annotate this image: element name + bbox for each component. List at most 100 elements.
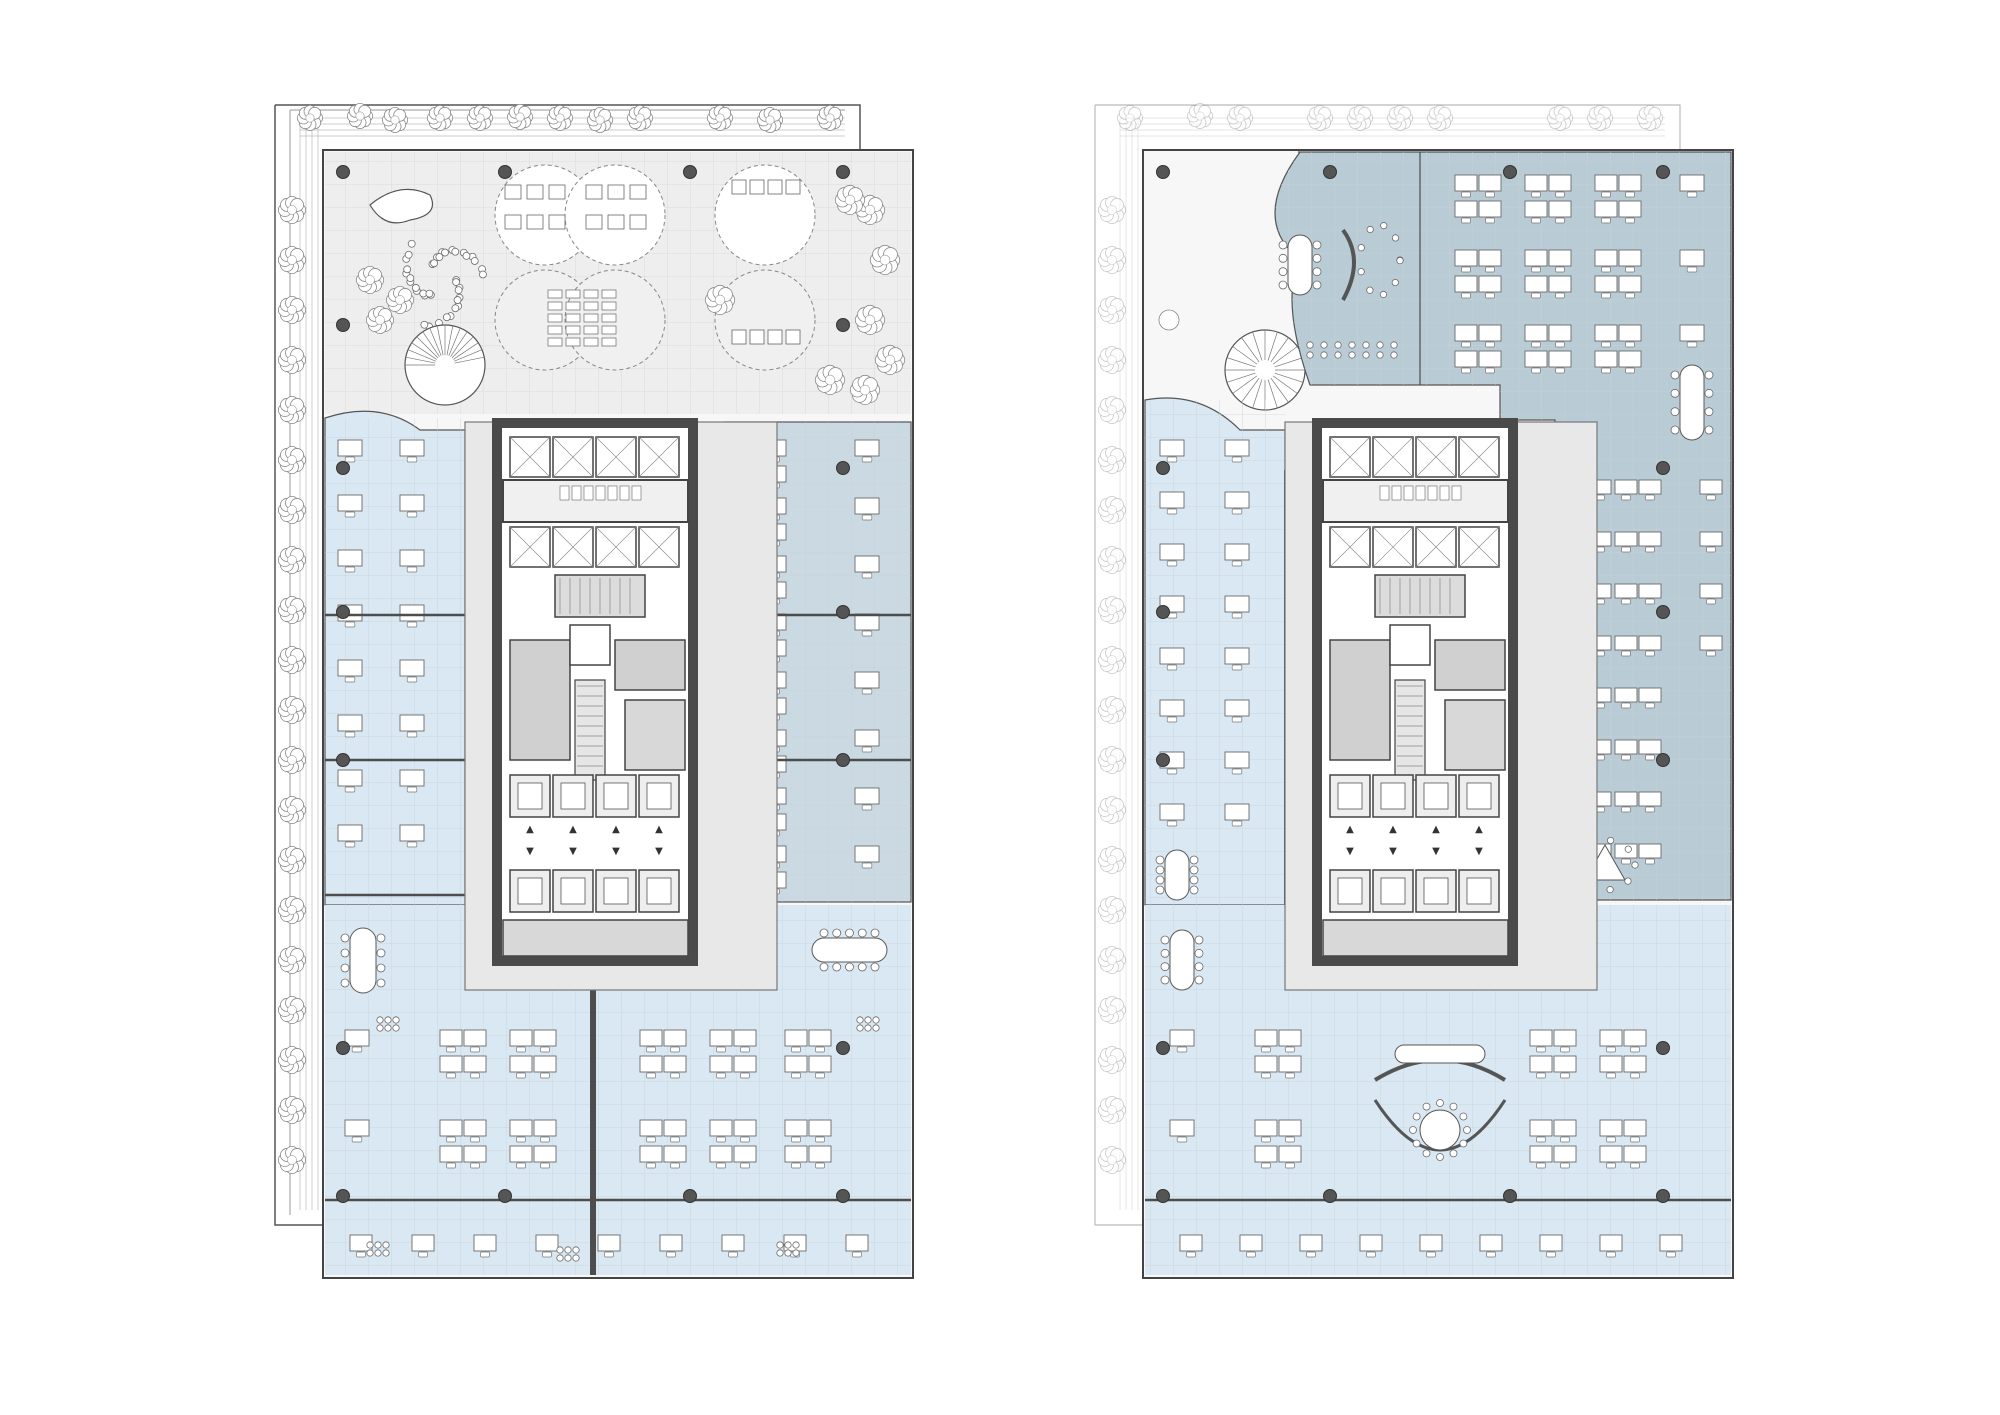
chair (1366, 225, 1374, 234)
tree (849, 374, 881, 406)
workstation (1553, 1055, 1577, 1079)
elevator-arrow-3: ▲ (1475, 824, 1483, 835)
lounge-seat (548, 184, 566, 200)
lounge-seat (548, 214, 566, 230)
stair-tread (1252, 331, 1263, 361)
structural-column (1656, 1189, 1670, 1203)
meeting-table (340, 927, 386, 994)
structural-column (683, 1189, 697, 1203)
tree-faint (1097, 345, 1127, 375)
workstation (733, 1029, 757, 1053)
tree (277, 345, 307, 375)
desk (1159, 491, 1185, 515)
desk (1699, 479, 1723, 501)
lounge-seat (607, 214, 625, 230)
workstation (639, 1055, 663, 1079)
wc-stall (1451, 485, 1462, 501)
lounge-seat (526, 214, 544, 230)
tree-faint (1427, 105, 1453, 131)
desk (337, 494, 363, 518)
lounge-seat (585, 214, 603, 230)
tree-faint (1547, 105, 1573, 131)
chair (1160, 935, 1170, 945)
desk (1679, 324, 1705, 348)
elevator-arrow-7: ▼ (655, 846, 663, 857)
workstation (1524, 324, 1548, 348)
desk (854, 439, 880, 463)
lounge-seat (785, 329, 801, 345)
desk (344, 1119, 370, 1143)
service-room (624, 699, 686, 771)
structural-column (498, 165, 512, 179)
zone-north-east-wing (1274, 151, 1732, 901)
chair (1459, 1139, 1468, 1148)
structural-column (836, 753, 850, 767)
workstation (1239, 1234, 1263, 1258)
tree (507, 104, 533, 130)
desk (1699, 635, 1723, 657)
tree (277, 495, 307, 525)
tree (1387, 105, 1413, 131)
tree (277, 945, 307, 975)
theatre-seat (601, 289, 617, 299)
zone-south-wing (1145, 905, 1731, 1275)
chair (376, 963, 386, 973)
chair (870, 962, 880, 972)
workstation (663, 1119, 687, 1143)
tree (1637, 105, 1663, 131)
tree (1097, 745, 1127, 775)
chair (382, 1241, 390, 1249)
workstation (533, 1145, 557, 1169)
elevator-arrow-0: ▲ (1346, 824, 1354, 835)
lounge-seat (629, 214, 647, 230)
workstation (1454, 275, 1478, 299)
chair (1278, 280, 1288, 290)
workstation (784, 1029, 808, 1053)
stair-tread (1274, 357, 1304, 368)
service-room (614, 639, 686, 691)
workstation (659, 1234, 683, 1258)
elevator-arrow-3: ▲ (655, 824, 663, 835)
elevator-car (1337, 877, 1363, 905)
workstation (597, 1234, 621, 1258)
elevator-car (603, 877, 629, 905)
stair-tread (1272, 346, 1298, 365)
tree (1097, 245, 1127, 275)
desk (399, 714, 425, 738)
elevator-car (646, 782, 672, 810)
tree (1097, 295, 1127, 325)
chair (407, 239, 416, 248)
tree (277, 1145, 307, 1175)
chair (376, 933, 386, 943)
chair (340, 963, 350, 973)
washroom (502, 479, 689, 523)
workstation (1454, 249, 1478, 273)
workstation (1529, 1055, 1553, 1079)
workstation (1278, 1145, 1302, 1169)
workstation (639, 1145, 663, 1169)
tree (1427, 105, 1453, 131)
workstation (733, 1055, 757, 1079)
tree (365, 305, 395, 335)
meeting-table (1278, 234, 1322, 296)
workstation (1594, 350, 1618, 374)
workstation (1599, 1055, 1623, 1079)
plant (1158, 309, 1180, 331)
chair (470, 257, 479, 265)
workstation (1179, 1234, 1203, 1258)
tree (1097, 395, 1127, 425)
workstation (439, 1119, 463, 1143)
meeting-table (1670, 364, 1714, 441)
workstation (533, 1055, 557, 1079)
desk (1638, 687, 1662, 709)
workstation (1529, 1029, 1553, 1053)
tree (466, 105, 494, 131)
chair (1160, 975, 1170, 985)
workstation (733, 1119, 757, 1143)
chair (1155, 885, 1165, 895)
chair (1194, 975, 1204, 985)
workstation (709, 1119, 733, 1143)
workstation (1548, 200, 1572, 224)
workstation (463, 1119, 487, 1143)
elevator-arrow-5: ▼ (569, 846, 577, 857)
